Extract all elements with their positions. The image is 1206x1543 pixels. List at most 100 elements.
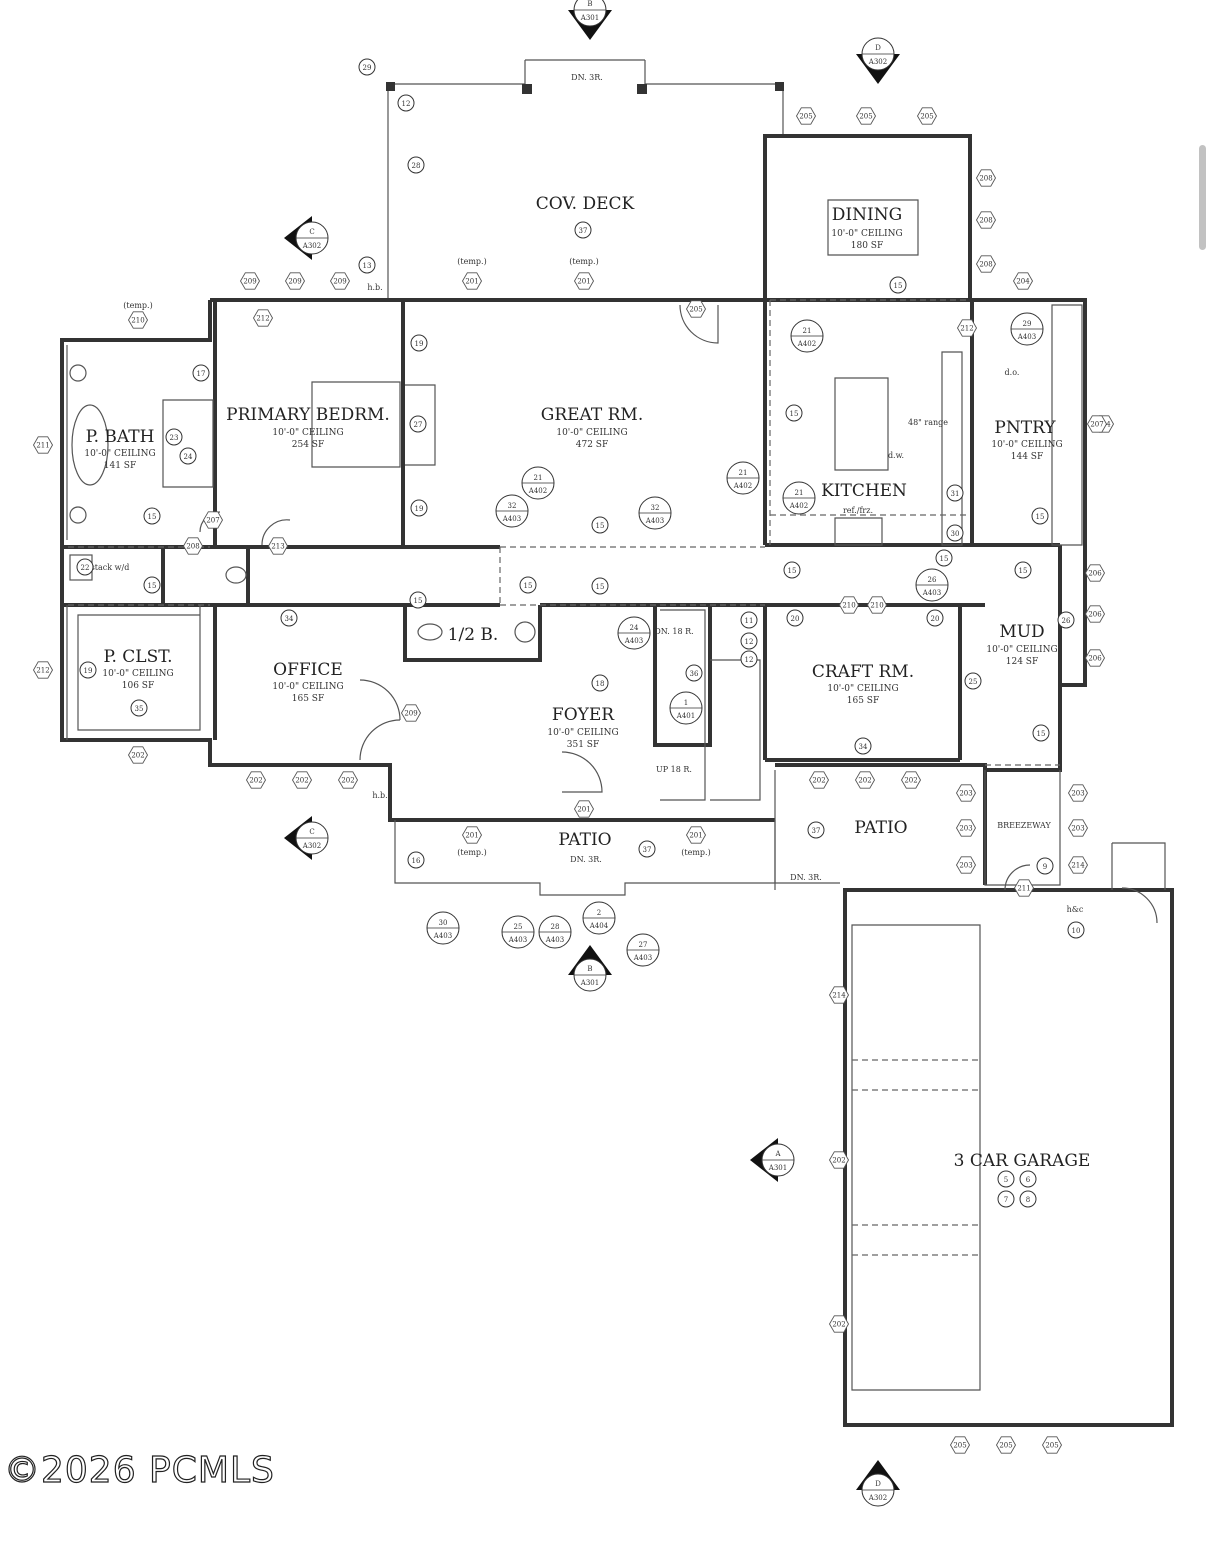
keynote-tag-label: 15 (596, 522, 605, 530)
detail-callout-number: 2 (597, 909, 601, 917)
keynote-tag: 15 (409, 591, 427, 609)
detail-callout-number: 28 (551, 923, 560, 931)
room-cov-deck-name: COV. DECK (536, 194, 635, 214)
window-tag-label: 205 (920, 113, 933, 121)
window-tag: 201 (573, 272, 595, 290)
window-tag-label: 209 (404, 710, 417, 718)
section-marker-letter: D (875, 1480, 881, 1488)
scrollbar[interactable] (1199, 145, 1206, 250)
detail-callout-sheet: A403 (645, 517, 664, 525)
detail-callout-sheet: A402 (733, 482, 752, 490)
window-tag: 212 (32, 661, 54, 679)
keynote-tag-label: 12 (745, 638, 754, 646)
detail-callout-number: 21 (534, 474, 543, 482)
keynote-tag: 15 (519, 576, 537, 594)
section-marker-sheet: A301 (580, 979, 599, 987)
window-tag-label: 205 (999, 1442, 1012, 1450)
window-tag: 202 (900, 771, 922, 789)
room-foyer-area: 351 SF (567, 740, 599, 750)
keynote-tag-label: 25 (969, 678, 978, 686)
section-marker-sheet: A301 (580, 14, 599, 22)
keynote-tag-label: 15 (1019, 567, 1028, 575)
window-tag: 202 (127, 746, 149, 764)
keynote-tag-label: 20 (931, 615, 940, 623)
keynote-tag-label: 24 (184, 453, 193, 461)
window-tag: 203 (955, 819, 977, 837)
window-tag: 203 (955, 856, 977, 874)
detail-callout-number: 29 (1023, 320, 1032, 328)
room-primary-closet-area: 106 SF (122, 681, 154, 691)
keynote-tag: 15 (591, 577, 609, 595)
window-tag: 205 (1041, 1436, 1063, 1454)
keynote-tag-label: 17 (197, 370, 206, 378)
keynote-tag: 36 (685, 664, 703, 682)
window-tag: 201 (461, 826, 483, 844)
window-tag-label: 203 (1071, 790, 1084, 798)
detail-callout-number: 26 (928, 576, 937, 584)
copyright-watermark: ©2026 PCMLS (3, 1449, 275, 1491)
keynote-tag-label: 35 (135, 705, 144, 713)
window-tag: 201 (573, 800, 595, 818)
keynote-tags: 2912281317232427191915151515151515151515… (76, 58, 1085, 1208)
detail-callout-sheet: A403 (545, 936, 564, 944)
detail-callout-number: 30 (439, 919, 448, 927)
window-tag: 209 (239, 272, 261, 290)
keynote-tag: 19 (410, 334, 428, 352)
room-pantry-name: PNTRY (994, 418, 1056, 438)
room-primary-bedroom-area: 254 SF (292, 440, 324, 450)
walls (60, 59, 1174, 1427)
keynote-tag: 20 (926, 609, 944, 627)
keynote-tag-label: 27 (414, 421, 423, 429)
window-tag: 205 (949, 1436, 971, 1454)
room-mud-name: MUD (999, 622, 1044, 642)
window-tag: 214 (828, 986, 850, 1004)
window-tag: 214 (1067, 856, 1089, 874)
window-tag-label: 205 (953, 1442, 966, 1450)
keynote-tag-label: 15 (414, 597, 423, 605)
window-tag-label: 212 (960, 325, 973, 333)
room-craft-room-name: CRAFT RM. (812, 662, 914, 682)
window-tag-label: 201 (465, 832, 478, 840)
keynote-tag: 15 (1014, 561, 1032, 579)
window-tag-label: 206 (1088, 611, 1102, 619)
keynote-tag: 15 (591, 516, 609, 534)
window-tag-label: 208 (979, 175, 992, 183)
detail-callout-number: 32 (508, 502, 517, 510)
window-tag: 202 (828, 1151, 850, 1169)
window-tag-label: 205 (1045, 1442, 1058, 1450)
room-dining-ceiling: 10'-0" CEILING (831, 229, 902, 239)
window-tag: 208 (182, 537, 204, 555)
window-tag: 208 (975, 255, 997, 273)
window-tag-label: 206 (1088, 655, 1102, 663)
room-office-name: OFFICE (273, 660, 343, 680)
detail-callouts: 21A40229A40321A40221A40232A40332A40321A4… (426, 312, 1044, 967)
keynote-tag-label: 15 (524, 582, 533, 590)
detail-callout-number: 21 (803, 327, 812, 335)
window-tag: 208 (975, 169, 997, 187)
room-kitchen-name: KITCHEN (821, 481, 907, 501)
detail-callout-sheet: A402 (789, 502, 808, 510)
window-tag-label: 207 (1090, 421, 1103, 429)
window-tag-label: 209 (243, 278, 256, 286)
window-tag-label: 210 (131, 317, 144, 325)
window-tag-label: 201 (689, 832, 702, 840)
note-hose-bib-front: h.b. (372, 791, 387, 800)
window-tag-label: 207 (206, 517, 219, 525)
room-primary-bath-name: P. BATH (86, 427, 155, 447)
window-tag-label: 212 (36, 667, 49, 675)
keynote-tag: 27 (409, 415, 427, 433)
keynote-tag-label: 18 (596, 680, 605, 688)
section-marker-letter: C (309, 228, 314, 236)
keynote-tag: 19 (79, 661, 97, 679)
window-tag-label: 205 (689, 306, 702, 314)
keynote-tag: 6 (1019, 1170, 1037, 1188)
keynote-tag: 19 (410, 499, 428, 517)
keynote-tag: 12 (397, 94, 415, 112)
note-temp-3: (temp.) (123, 301, 152, 310)
door-swings (199, 304, 1158, 924)
